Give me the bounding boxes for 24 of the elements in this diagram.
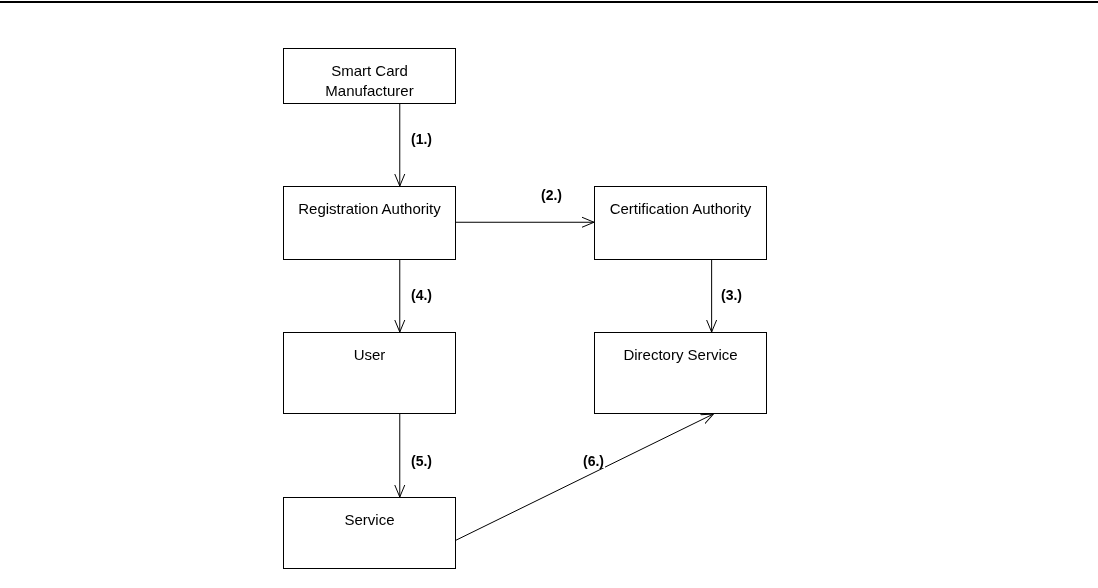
box-label: User bbox=[353, 345, 386, 365]
arrow bbox=[455, 413, 714, 541]
process-box bbox=[283, 48, 456, 104]
box-label: Registration Authority bbox=[298, 199, 441, 219]
box-label: Smart Card Manufacturer bbox=[324, 61, 415, 101]
edge-label: (4.) bbox=[410, 288, 433, 302]
box-label: Service bbox=[344, 510, 395, 530]
edge-label: (1.) bbox=[410, 132, 433, 146]
arrow bbox=[455, 216, 595, 228]
box-label: Directory Service bbox=[623, 345, 738, 365]
edge-label: (5.) bbox=[410, 454, 433, 468]
process-box bbox=[283, 497, 456, 569]
arrow bbox=[394, 259, 406, 333]
box-label: Certification Authority bbox=[609, 199, 752, 219]
edge-label: (6.) bbox=[582, 454, 605, 468]
process-box bbox=[283, 186, 456, 260]
edge-label: (3.) bbox=[720, 288, 743, 302]
arrow bbox=[706, 259, 718, 333]
process-box bbox=[283, 332, 456, 414]
arrow bbox=[394, 103, 406, 187]
process-box bbox=[594, 186, 767, 260]
arrow bbox=[394, 413, 406, 498]
edge-label: (2.) bbox=[540, 188, 563, 202]
process-box bbox=[594, 332, 767, 414]
